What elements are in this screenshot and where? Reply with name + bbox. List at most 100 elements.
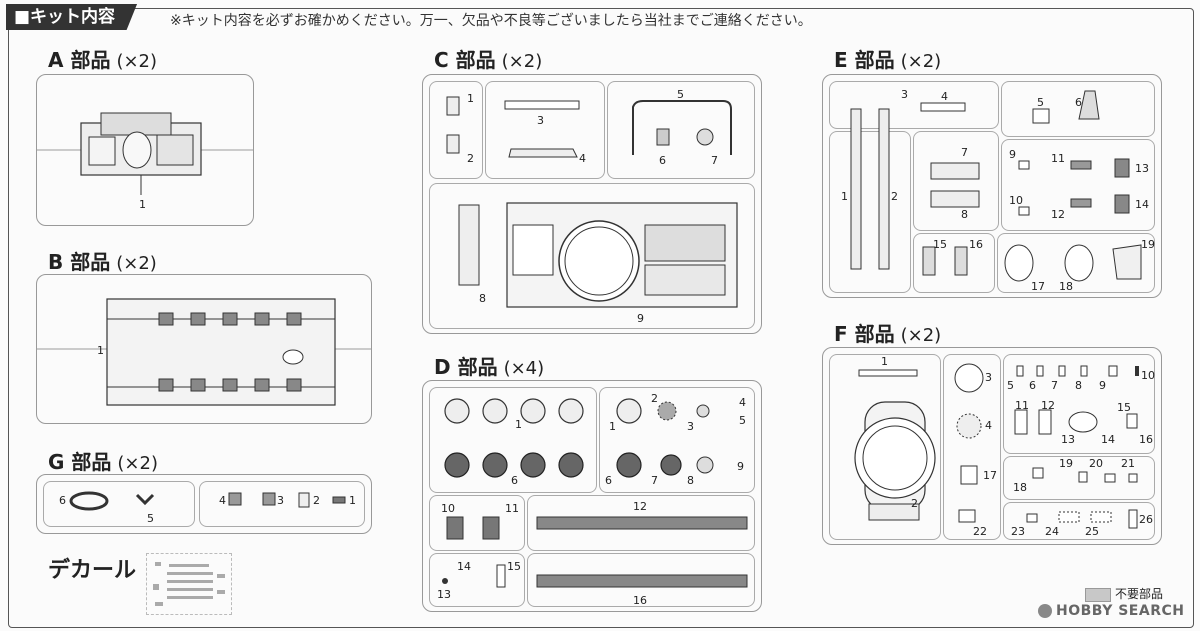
- part-number: 4: [219, 494, 226, 507]
- runner-f-frame-5: [1003, 502, 1155, 540]
- part-number: 7: [651, 474, 658, 487]
- part-number: 7: [1051, 379, 1058, 392]
- decal-sheet: [146, 553, 232, 615]
- runner-f: 1 2 3 4 5 6 7 8 9 10 11 12 13 14 15 16 1…: [822, 347, 1162, 545]
- part-number: 3: [901, 88, 908, 101]
- part-number: 17: [1031, 280, 1045, 293]
- part-number: 12: [633, 500, 647, 513]
- part-number: 20: [1089, 457, 1103, 470]
- part-number: 7: [961, 146, 968, 159]
- part-number: 10: [441, 502, 455, 515]
- part-number: 11: [1015, 399, 1029, 412]
- runner-f-frame-2: [943, 354, 1001, 540]
- runner-c: 1 2 3 4 5 6 7 8 9: [422, 74, 762, 334]
- runner-d: 1 2 3 4 5 1 6 6 7 8 9 10 11 12 13 14 15 …: [422, 380, 762, 612]
- decal-label: デカール: [48, 558, 137, 583]
- runner-g-parts: [69, 491, 346, 511]
- runner-d-parts: [442, 398, 748, 588]
- part-number: 15: [507, 560, 521, 573]
- runner-d-frame-5: [429, 553, 525, 607]
- part-number: 5: [1037, 96, 1044, 109]
- runner-d-frame-4: [527, 495, 755, 551]
- runner-e-frame-6: [913, 233, 995, 293]
- runner-e-frame-7: [997, 233, 1155, 293]
- part-number: 6: [1075, 96, 1082, 109]
- part-number: 1: [609, 420, 616, 433]
- part-number: 21: [1121, 457, 1135, 470]
- part-number: 6: [511, 474, 518, 487]
- runner-c-frame-1: [429, 81, 483, 179]
- legend-label: 不要部品: [1115, 587, 1164, 601]
- kit-contents-frame: [8, 8, 1194, 628]
- part-number: 14: [457, 560, 471, 573]
- runner-d-frame-6: [527, 553, 755, 607]
- part-number: 10: [1141, 369, 1155, 382]
- part-number: 14: [1101, 433, 1115, 446]
- part-number: 11: [1051, 152, 1065, 165]
- part-number: 6: [659, 154, 666, 167]
- part-number: 9: [1009, 148, 1016, 161]
- part-number: 13: [1061, 433, 1075, 446]
- section-a-label: A 部品(×2): [48, 48, 158, 72]
- part-number: 9: [637, 312, 644, 325]
- runner-c-frame-2: [485, 81, 605, 179]
- runner-e-parts: [850, 90, 1142, 282]
- runner-d-frame-1: [429, 387, 597, 493]
- part-number: 19: [1059, 457, 1073, 470]
- part-number: 12: [1051, 208, 1065, 221]
- part-number: 4: [941, 90, 948, 103]
- runner-e-frame-3: [829, 131, 911, 293]
- part-number: 13: [1135, 162, 1149, 175]
- part-number: 5: [677, 88, 684, 101]
- part-number: 1: [467, 92, 474, 105]
- runner-b-parts: [37, 298, 371, 406]
- part-number: 11: [505, 502, 519, 515]
- runner-f-parts: [854, 363, 1139, 529]
- runner-f-frame-3: [1003, 354, 1155, 454]
- part-number: 10: [1009, 194, 1023, 207]
- part-number: 6: [605, 474, 612, 487]
- runner-d-frame-3: [429, 495, 525, 551]
- part-number: 4: [579, 152, 586, 165]
- runner-g-frame-left: [43, 481, 195, 527]
- part-number: 18: [1059, 280, 1073, 293]
- runner-f-frame-1: [829, 354, 941, 540]
- watermark-text: HOBBY SEARCH: [1056, 603, 1185, 619]
- part-number: 2: [911, 497, 918, 510]
- part-number: 1: [97, 344, 104, 357]
- section-g-label: G 部品(×2): [48, 450, 158, 474]
- part-number: 15: [1117, 401, 1131, 414]
- part-number: 5: [739, 414, 746, 427]
- part-number: 1: [349, 494, 356, 507]
- runner-c-frame-3: [607, 81, 755, 179]
- part-number: 19: [1141, 238, 1155, 251]
- runner-d-frame-2: [599, 387, 755, 493]
- part-number: 2: [313, 494, 320, 507]
- runner-c-frame-4: [429, 183, 755, 329]
- part-number: 5: [1007, 379, 1014, 392]
- runner-a: 1: [36, 74, 254, 226]
- part-number: 1: [515, 418, 522, 431]
- part-number: 3: [985, 371, 992, 384]
- part-number: 6: [59, 494, 66, 507]
- decal-marks: [153, 562, 225, 606]
- part-number: 7: [711, 154, 718, 167]
- part-number: 15: [933, 238, 947, 251]
- part-number: 4: [739, 396, 746, 409]
- part-number: 17: [983, 469, 997, 482]
- runner-g-frame-right: [199, 481, 365, 527]
- part-number: 24: [1045, 525, 1059, 538]
- section-b-label: B 部品(×2): [48, 250, 157, 274]
- runner-c-parts: [446, 96, 738, 308]
- runner-g: 6 5 4 3 2 1: [36, 474, 372, 534]
- part-number: 1: [881, 355, 888, 368]
- runner-e-frame-2: [1001, 81, 1155, 137]
- section-title: ■キット内容: [6, 4, 138, 30]
- part-number: 8: [479, 292, 486, 305]
- part-number: 1: [841, 190, 848, 203]
- kit-notice: ※キット内容を必ずお確かめください。万一、欠品や不良等ございましたら当社までご連…: [170, 13, 812, 29]
- part-number: 2: [891, 190, 898, 203]
- part-number: 23: [1011, 525, 1025, 538]
- part-number: 16: [969, 238, 983, 251]
- part-number: 9: [1099, 379, 1106, 392]
